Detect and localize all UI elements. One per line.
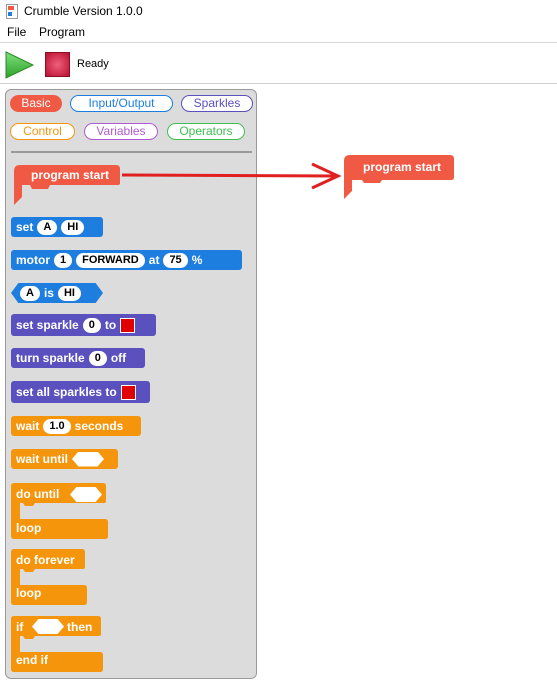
- status-text: Ready: [77, 58, 109, 70]
- tab-sparkles[interactable]: Sparkles: [181, 95, 253, 112]
- pin-is-block[interactable]: A is HI: [11, 283, 103, 303]
- motor-block[interactable]: motor 1 FORWARD at 75 %: [11, 250, 242, 270]
- do-forever-block[interactable]: [11, 549, 87, 605]
- if-then-block[interactable]: [11, 616, 103, 672]
- compare-pin-select[interactable]: A: [20, 285, 40, 301]
- set-all-sparkles-block[interactable]: set all sparkles to: [11, 381, 150, 403]
- palette-divider: [11, 151, 252, 153]
- set-sparkle-label: set sparkle: [16, 318, 79, 332]
- then-label: then: [67, 620, 93, 634]
- program-start-label: program start: [31, 168, 110, 182]
- canvas-program-start-block[interactable]: [342, 155, 456, 199]
- compare-state-select[interactable]: HI: [57, 285, 81, 301]
- if-condition-slot[interactable]: [32, 619, 64, 634]
- wait-seconds-input[interactable]: 1.0: [43, 418, 71, 434]
- do-until-label: do until: [16, 487, 60, 501]
- wait-label: wait: [16, 419, 40, 433]
- window-title: Crumble Version 1.0.0: [24, 4, 143, 18]
- stop-button[interactable]: [45, 52, 70, 77]
- sparkle-color-swatch[interactable]: [120, 317, 136, 333]
- turn-sparkle-number-input[interactable]: 0: [88, 350, 107, 366]
- program-start-block[interactable]: [10, 163, 122, 205]
- if-label: if: [16, 620, 24, 634]
- menu-bar: File Program: [0, 24, 557, 43]
- wait-until-block[interactable]: wait until: [11, 449, 118, 469]
- tab-variables[interactable]: Variables: [84, 123, 158, 140]
- menu-file[interactable]: File: [7, 25, 27, 39]
- loop-label-2: loop: [16, 586, 42, 600]
- tab-basic[interactable]: Basic: [10, 95, 62, 112]
- set-all-label: set all sparkles to: [16, 385, 117, 399]
- motor-label: motor: [16, 253, 50, 267]
- wait-until-label: wait until: [16, 452, 68, 466]
- seconds-label: seconds: [74, 419, 124, 433]
- menu-program[interactable]: Program: [39, 25, 86, 39]
- turn-sparkle-block[interactable]: turn sparkle 0 off: [11, 348, 145, 368]
- all-sparkles-color-swatch[interactable]: [120, 384, 136, 400]
- sparkle-to-label: to: [104, 318, 117, 332]
- motor-number-select[interactable]: 1: [54, 252, 73, 268]
- title-bar: Crumble Version 1.0.0: [0, 0, 557, 24]
- do-until-condition-slot[interactable]: [70, 487, 102, 502]
- state-select[interactable]: HI: [61, 219, 85, 235]
- is-label: is: [43, 286, 54, 300]
- canvas-program-start-label: program start: [363, 160, 442, 174]
- set-label: set: [16, 220, 34, 234]
- turn-sparkle-label: turn sparkle: [16, 351, 85, 365]
- end-if-label: end if: [16, 653, 48, 667]
- tab-input-output[interactable]: Input/Output: [70, 95, 173, 112]
- tab-control[interactable]: Control: [10, 123, 75, 140]
- block-palette: Basic Input/Output Sparkles Control Vari…: [5, 89, 257, 679]
- set-pin-block[interactable]: set A HI: [11, 217, 103, 237]
- pin-select[interactable]: A: [37, 219, 58, 235]
- sparkle-number-input[interactable]: 0: [82, 317, 101, 333]
- run-button[interactable]: [5, 51, 35, 79]
- motor-direction-select[interactable]: FORWARD: [76, 252, 145, 268]
- motor-percent-label: %: [191, 253, 203, 267]
- motor-speed-input[interactable]: 75: [163, 252, 188, 268]
- wait-until-condition-slot[interactable]: [72, 451, 104, 467]
- motor-at-label: at: [148, 253, 160, 267]
- do-forever-label: do forever: [16, 553, 75, 567]
- tab-operators[interactable]: Operators: [167, 123, 245, 140]
- app-icon: [6, 4, 18, 19]
- off-label: off: [110, 351, 127, 365]
- set-sparkle-block[interactable]: set sparkle 0 to: [11, 314, 156, 336]
- toolbar: Ready: [0, 43, 557, 84]
- wait-seconds-block[interactable]: wait 1.0 seconds: [11, 416, 141, 436]
- loop-label: loop: [16, 521, 42, 535]
